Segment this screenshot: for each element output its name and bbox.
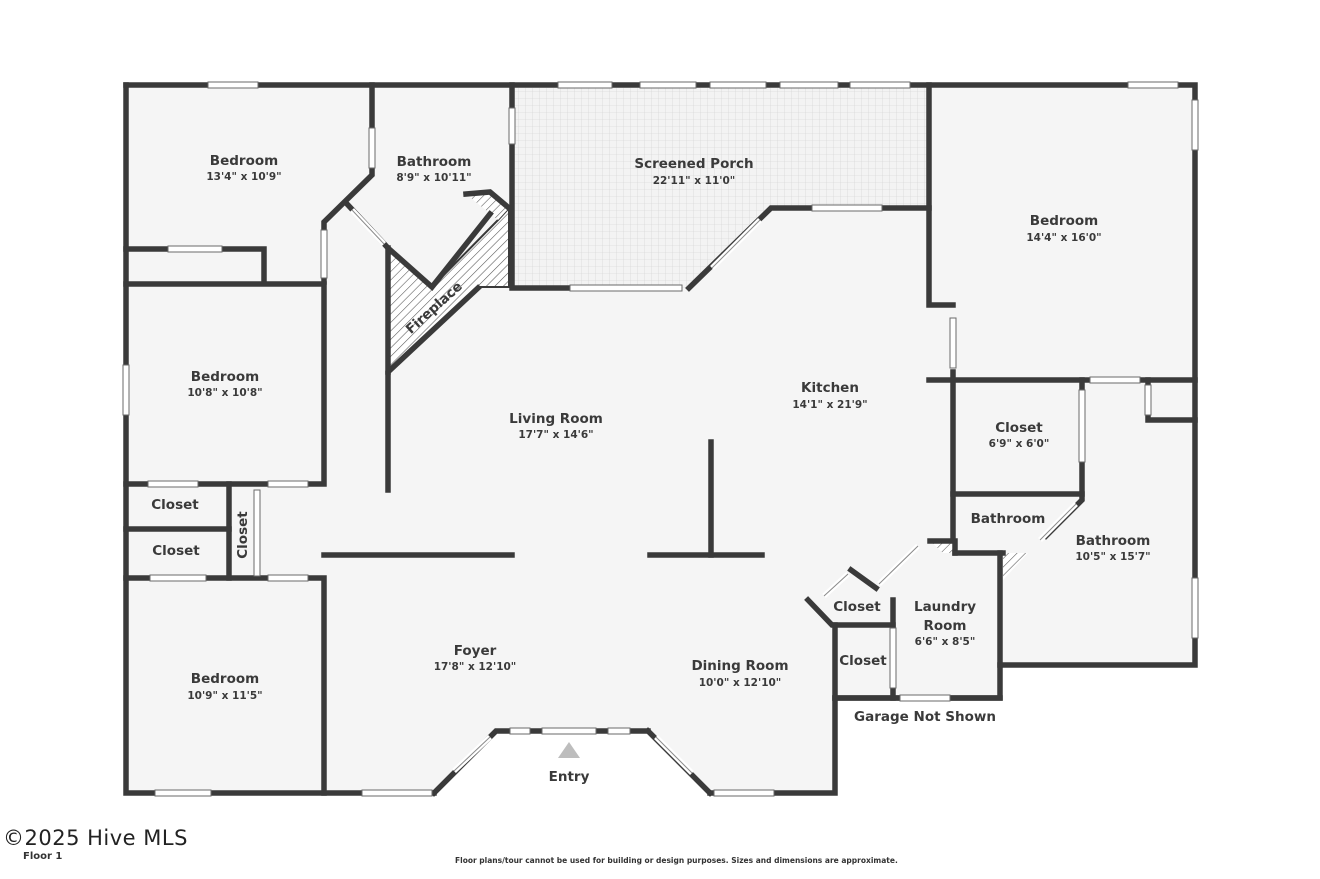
closet-label: Closet [152, 543, 200, 559]
windows [122, 81, 1199, 797]
room-name: Bedroom [191, 671, 259, 687]
room-name: Kitchen [801, 380, 859, 396]
laundry-hatch [930, 541, 955, 553]
entry-label: Entry [549, 769, 590, 785]
bath-hatch [1003, 553, 1028, 580]
bathroom-small-label: Bathroom [971, 511, 1046, 527]
room-name: Foyer [454, 643, 497, 659]
room-dims: 17'8" x 12'10" [434, 661, 517, 673]
room-name: Closet [995, 420, 1043, 436]
room-name: Bedroom [210, 153, 278, 169]
room-name: Bedroom [191, 369, 259, 385]
room-dims: 8'9" x 10'11" [396, 172, 471, 184]
copyright-watermark: ©2025 Hive MLS [3, 826, 188, 850]
room-name: Screened Porch [634, 156, 753, 172]
room-dims: 13'4" x 10'9" [206, 171, 281, 183]
closet-label: Closet [833, 599, 881, 615]
closet-label: Closet [151, 497, 199, 513]
room-dims: 6'9" x 6'0" [989, 438, 1050, 450]
room-dims: 14'1" x 21'9" [792, 399, 867, 411]
room-dims: 22'11" x 11'0" [653, 175, 736, 187]
room-name: Bedroom [1030, 213, 1098, 229]
floor-label: Floor 1 [23, 851, 63, 862]
screened-porch-floor [512, 88, 929, 288]
room-dims: 14'4" x 16'0" [1026, 232, 1101, 244]
closet-label: Closet [839, 653, 887, 669]
room-name: Bathroom [397, 154, 472, 170]
garage-note: Garage Not Shown [854, 709, 996, 725]
entry-arrow-icon [558, 742, 580, 758]
room-name: Bathroom [1076, 533, 1151, 549]
closet-label: Closet [235, 511, 251, 559]
room-dims: 6'6" x 8'5" [915, 636, 976, 648]
room-dims: 10'5" x 15'7" [1075, 551, 1150, 563]
room-dims: 10'9" x 11'5" [187, 690, 262, 702]
disclaimer: Floor plans/tour cannot be used for buil… [455, 856, 898, 865]
room-dims: 10'0" x 12'10" [699, 677, 782, 689]
room-dims: 17'7" x 14'6" [518, 429, 593, 441]
room-name: Laundry [914, 599, 976, 615]
room-labels: Bedroom 13'4" x 10'9" Bathroom 8'9" x 10… [151, 153, 1150, 785]
room-name: Dining Room [691, 658, 788, 674]
room-name: Living Room [509, 411, 603, 427]
room-dims: 10'8" x 10'8" [187, 387, 262, 399]
room-name-line2: Room [923, 618, 966, 634]
